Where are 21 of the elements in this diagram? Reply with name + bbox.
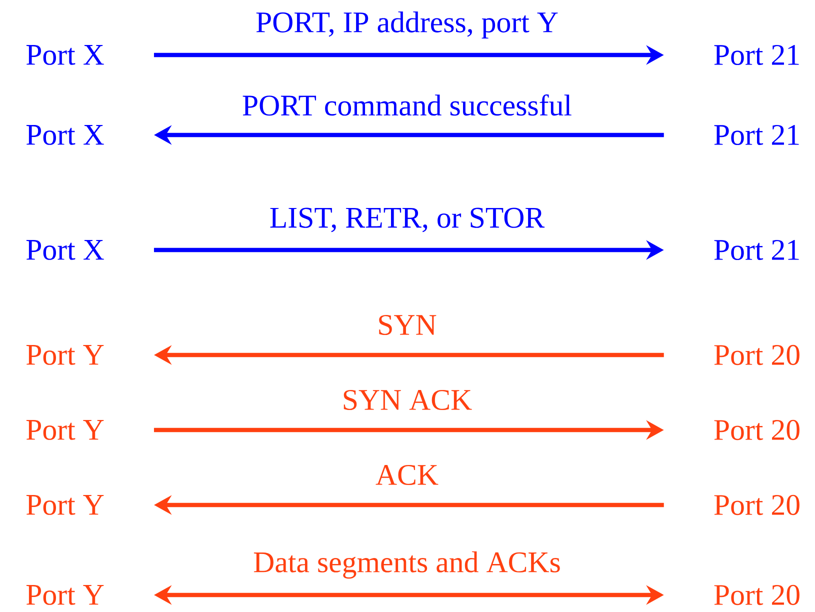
port-label: Port Y: [26, 345, 104, 365]
port-label: Port 20: [714, 344, 800, 366]
edge-label: PORT command successful: [242, 94, 572, 116]
port-label: Port 21: [714, 44, 799, 66]
port-label: Port 20: [714, 420, 800, 440]
edge-label: Data segments and ACKs: [254, 551, 560, 579]
port-label: Port Y: [26, 585, 104, 605]
port-label: Port X: [26, 125, 104, 145]
port-label: Port 21: [714, 240, 799, 260]
port-label: Port Y: [26, 420, 104, 440]
port-label: Port 20: [714, 584, 800, 606]
port-label: Port 21: [714, 124, 799, 146]
edge-label: SYN: [379, 314, 436, 336]
edge-label: ACK: [376, 464, 438, 486]
edge-label: PORT, IP address, port Y: [256, 11, 558, 39]
port-label: Port Y: [26, 495, 104, 515]
port-label: Port X: [26, 45, 104, 65]
edge-label: SYN ACK: [344, 390, 472, 410]
port-label: Port X: [26, 240, 104, 260]
port-label: Port 20: [714, 494, 800, 516]
edge-label: LIST, RETR, or STOR: [270, 208, 545, 232]
